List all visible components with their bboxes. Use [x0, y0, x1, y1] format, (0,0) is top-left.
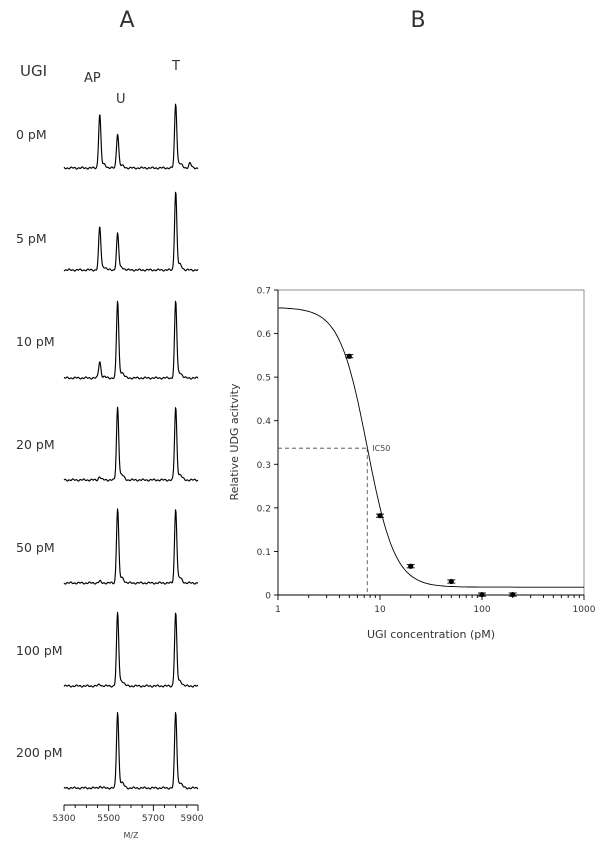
plot-frame: [277, 289, 585, 596]
y-tick-label: 0.5: [257, 374, 271, 384]
x-tick-label: 100: [473, 605, 490, 615]
dose-x-axis-label: UGI concentration (pM): [367, 628, 495, 641]
x-tick-label: 1: [275, 605, 281, 615]
concentration-label: 20 pM: [16, 437, 55, 452]
y-tick-label: 0.6: [257, 330, 272, 340]
peak-label-ap: AP: [84, 71, 101, 86]
spectrum-trace: [63, 508, 199, 585]
data-point: [377, 513, 383, 519]
peak-label-u: U: [116, 92, 126, 107]
data-point: [408, 563, 414, 569]
y-tick-label: 0.4: [257, 417, 272, 427]
peak-label-t: T: [171, 59, 180, 74]
concentration-label: 10 pM: [16, 334, 55, 349]
spectrum-trace: [63, 191, 199, 272]
panel-a-label: A: [119, 8, 134, 33]
mz-tick-label-5500: 5500: [97, 814, 120, 824]
concentration-label: 50 pM: [16, 540, 55, 555]
y-tick-label: 0.2: [257, 504, 271, 514]
panel-b-label: B: [410, 8, 425, 33]
spectrum-trace: [63, 611, 199, 688]
concentration-label: 200 pM: [16, 745, 63, 760]
data-points: [345, 353, 517, 598]
fit-curve-group: [278, 307, 584, 595]
data-point: [346, 353, 352, 359]
spectrum-trace: [63, 103, 199, 170]
y-tick-label: 0.1: [257, 548, 271, 558]
y-tick-label: 0.3: [257, 461, 271, 471]
ic50-annotation: IC50: [372, 444, 390, 453]
dose-response-chart: 0 0.1 0.2 0.3 0.4 0.5 0.6 0.7 1 10 100 1000 IC50 UG…: [228, 287, 596, 642]
data-point: [479, 591, 485, 598]
concentration-label: 0 pM: [16, 127, 47, 142]
mz-tick-label-5300: 5300: [53, 814, 76, 824]
data-point: [510, 591, 516, 598]
spectrum-trace: [63, 300, 199, 380]
data-point: [448, 578, 454, 585]
mz-tick-marks: [63, 805, 199, 811]
spectrum-trace: [63, 406, 199, 482]
dose-axes: 0 0.1 0.2 0.3 0.4 0.5 0.6 0.7 1 10 100 1000: [257, 287, 596, 616]
dose-y-axis-label: Relative UDG acitvity: [228, 383, 241, 500]
y-tick-label: 0.7: [257, 287, 271, 297]
x-tick-label: 10: [374, 605, 386, 615]
mz-axis: 5300 5500 5700 5900 M/Z: [53, 804, 204, 840]
x-tick-label: 1000: [573, 605, 596, 615]
mass-spectra-stack: 0 pM 5 pM 10 pM 20 pM 50 pM 100 pM 200 pM: [16, 103, 199, 790]
ugi-header: UGI: [20, 62, 47, 80]
concentration-label: 5 pM: [16, 231, 47, 246]
concentration-label: 100 pM: [16, 643, 63, 658]
fit-curve: [278, 307, 584, 588]
y-tick-label: 0: [265, 592, 271, 602]
spectrum-trace: [63, 712, 199, 790]
mz-axis-label: M/Z: [123, 831, 139, 840]
mz-tick-label-5700: 5700: [142, 814, 165, 824]
mz-tick-label-5900: 5900: [181, 814, 204, 824]
